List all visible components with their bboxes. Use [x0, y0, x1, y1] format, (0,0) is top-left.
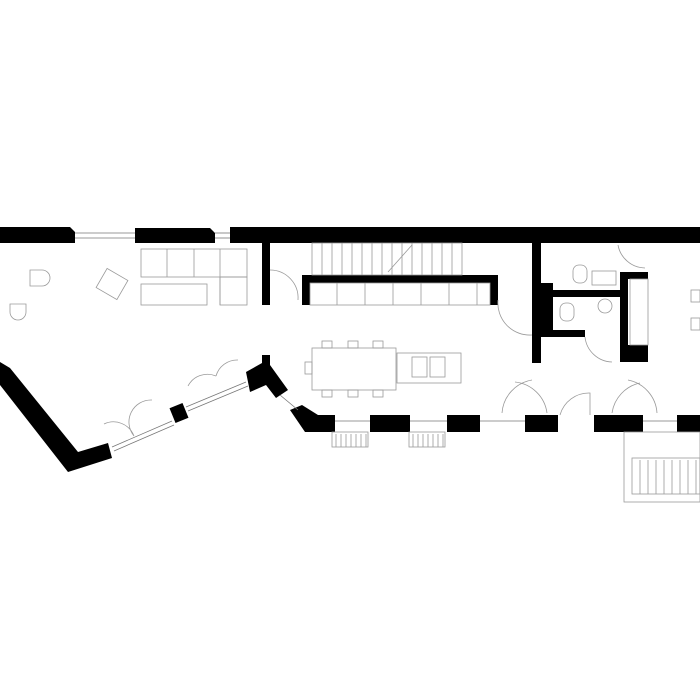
top-wall-left — [0, 227, 75, 243]
kitchen-counter — [309, 282, 491, 306]
interior-walls — [262, 243, 648, 363]
door-swing — [559, 392, 591, 416]
window-pillar — [169, 402, 189, 424]
dining-table — [311, 347, 397, 391]
chair — [9, 303, 27, 321]
exterior-walls — [0, 227, 700, 472]
stair-wall — [302, 275, 498, 283]
kitchen-island — [396, 352, 462, 384]
exterior-stair — [623, 431, 700, 503]
door-swing — [611, 379, 658, 414]
bath-wall-mid — [553, 290, 623, 297]
corner-block — [246, 355, 288, 398]
sink — [591, 270, 617, 286]
door-swing — [103, 399, 153, 437]
corner-block-lower — [290, 405, 335, 432]
front-wall-pier-5 — [677, 415, 700, 432]
door-swing — [497, 299, 533, 336]
door-swing — [617, 244, 646, 269]
door-swing — [501, 379, 548, 414]
door-swing — [269, 269, 299, 301]
front-wall-pier-1 — [370, 415, 410, 432]
front-wall-pier-2 — [447, 415, 480, 432]
toilet — [559, 302, 575, 322]
wc-wall-bottom — [620, 345, 648, 362]
stair-wall-left — [302, 275, 310, 305]
stairs — [311, 242, 700, 503]
chair — [29, 269, 51, 287]
door-swing — [584, 336, 613, 363]
entry-step — [331, 431, 369, 448]
front-wall-pier-4 — [594, 415, 643, 432]
stair-wall-right — [490, 275, 498, 305]
partition-living — [262, 243, 270, 305]
front-wall-pier-3 — [525, 415, 558, 432]
entry-step — [408, 431, 446, 448]
toilet — [572, 264, 588, 284]
top-wall-middle — [135, 228, 215, 243]
top-wall-right — [230, 227, 700, 243]
doors — [103, 244, 658, 437]
basin — [597, 298, 613, 314]
diagonal-wall-west — [0, 362, 112, 472]
sofa-ottoman — [140, 283, 208, 306]
door-swing — [187, 359, 239, 387]
wc-wall-top — [620, 272, 648, 279]
bath-wall-stub — [541, 283, 553, 331]
armchair — [95, 267, 129, 301]
bath-wall-low — [541, 330, 585, 337]
wc-wall — [620, 272, 628, 362]
bath-wall — [532, 243, 541, 363]
furniture — [9, 248, 700, 398]
windows — [75, 232, 677, 452]
